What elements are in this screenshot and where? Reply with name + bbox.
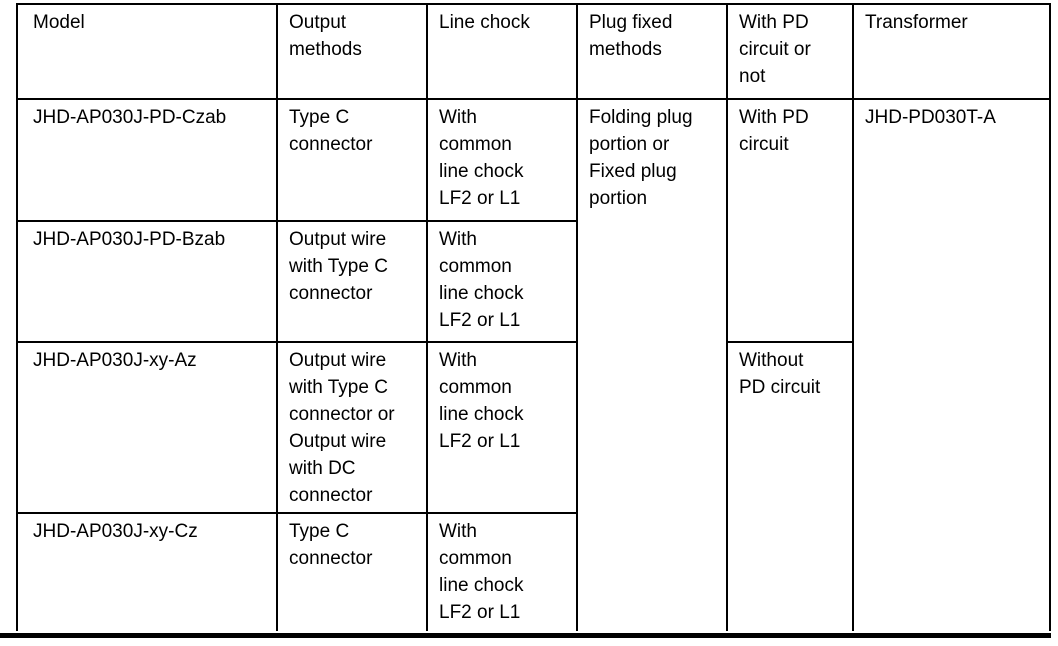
cell-transformer-merged: JHD-PD030T-A: [852, 98, 1051, 631]
cell-line-chock-row3: With common line chock LF2 or L1: [426, 341, 578, 514]
cell-without-pd-circuit-merged: Without PD circuit: [726, 341, 854, 631]
model-spec-table: Model Output methods Line chock Plug fix…: [16, 3, 1051, 631]
cell-output-methods-row1: Type C connector: [276, 98, 428, 222]
cell-line-chock-row4: With common line chock LF2 or L1: [426, 512, 578, 631]
header-cell-pd-circuit: With PD circuit or not: [726, 3, 854, 100]
table-row-3: JHD-AP030J-xy-Az Output wire with Type C…: [16, 341, 1050, 631]
cell-model-row4: JHD-AP030J-xy-Cz: [16, 512, 278, 631]
header-row: Model Output methods Line chock Plug fix…: [16, 3, 1051, 100]
cell-model-row3: JHD-AP030J-xy-Az: [16, 341, 278, 514]
header-cell-plug-fixed-methods: Plug fixed methods: [576, 3, 728, 100]
table-row-2: JHD-AP030J-PD-Bzab Output wire with Type…: [16, 220, 1050, 343]
header-cell-transformer: Transformer: [852, 3, 1051, 100]
cell-output-methods-row4: Type C connector: [276, 512, 428, 631]
header-cell-model: Model: [16, 3, 278, 100]
cell-model-row2: JHD-AP030J-PD-Bzab: [16, 220, 278, 343]
cell-output-methods-row2: Output wire with Type C connector: [276, 220, 428, 343]
table-row-1: JHD-AP030J-PD-Czab Type C connector With…: [16, 98, 1051, 631]
header-cell-output-methods: Output methods: [276, 3, 428, 100]
cell-model-row1: JHD-AP030J-PD-Czab: [16, 98, 278, 222]
header-cell-line-chock: Line chock: [426, 3, 578, 100]
page-bottom-rule: [0, 633, 1051, 638]
cell-line-chock-row1: With common line chock LF2 or L1: [426, 98, 578, 222]
cell-plug-fixed-methods-merged: Folding plug portion or Fixed plug porti…: [576, 98, 728, 631]
cell-with-pd-circuit-merged: With PD circuit: [726, 98, 854, 343]
table-row-4: JHD-AP030J-xy-Cz Type C connector With c…: [16, 512, 1050, 631]
cell-line-chock-row2: With common line chock LF2 or L1: [426, 220, 578, 343]
cell-output-methods-row3: Output wire with Type C connector or Out…: [276, 341, 428, 514]
